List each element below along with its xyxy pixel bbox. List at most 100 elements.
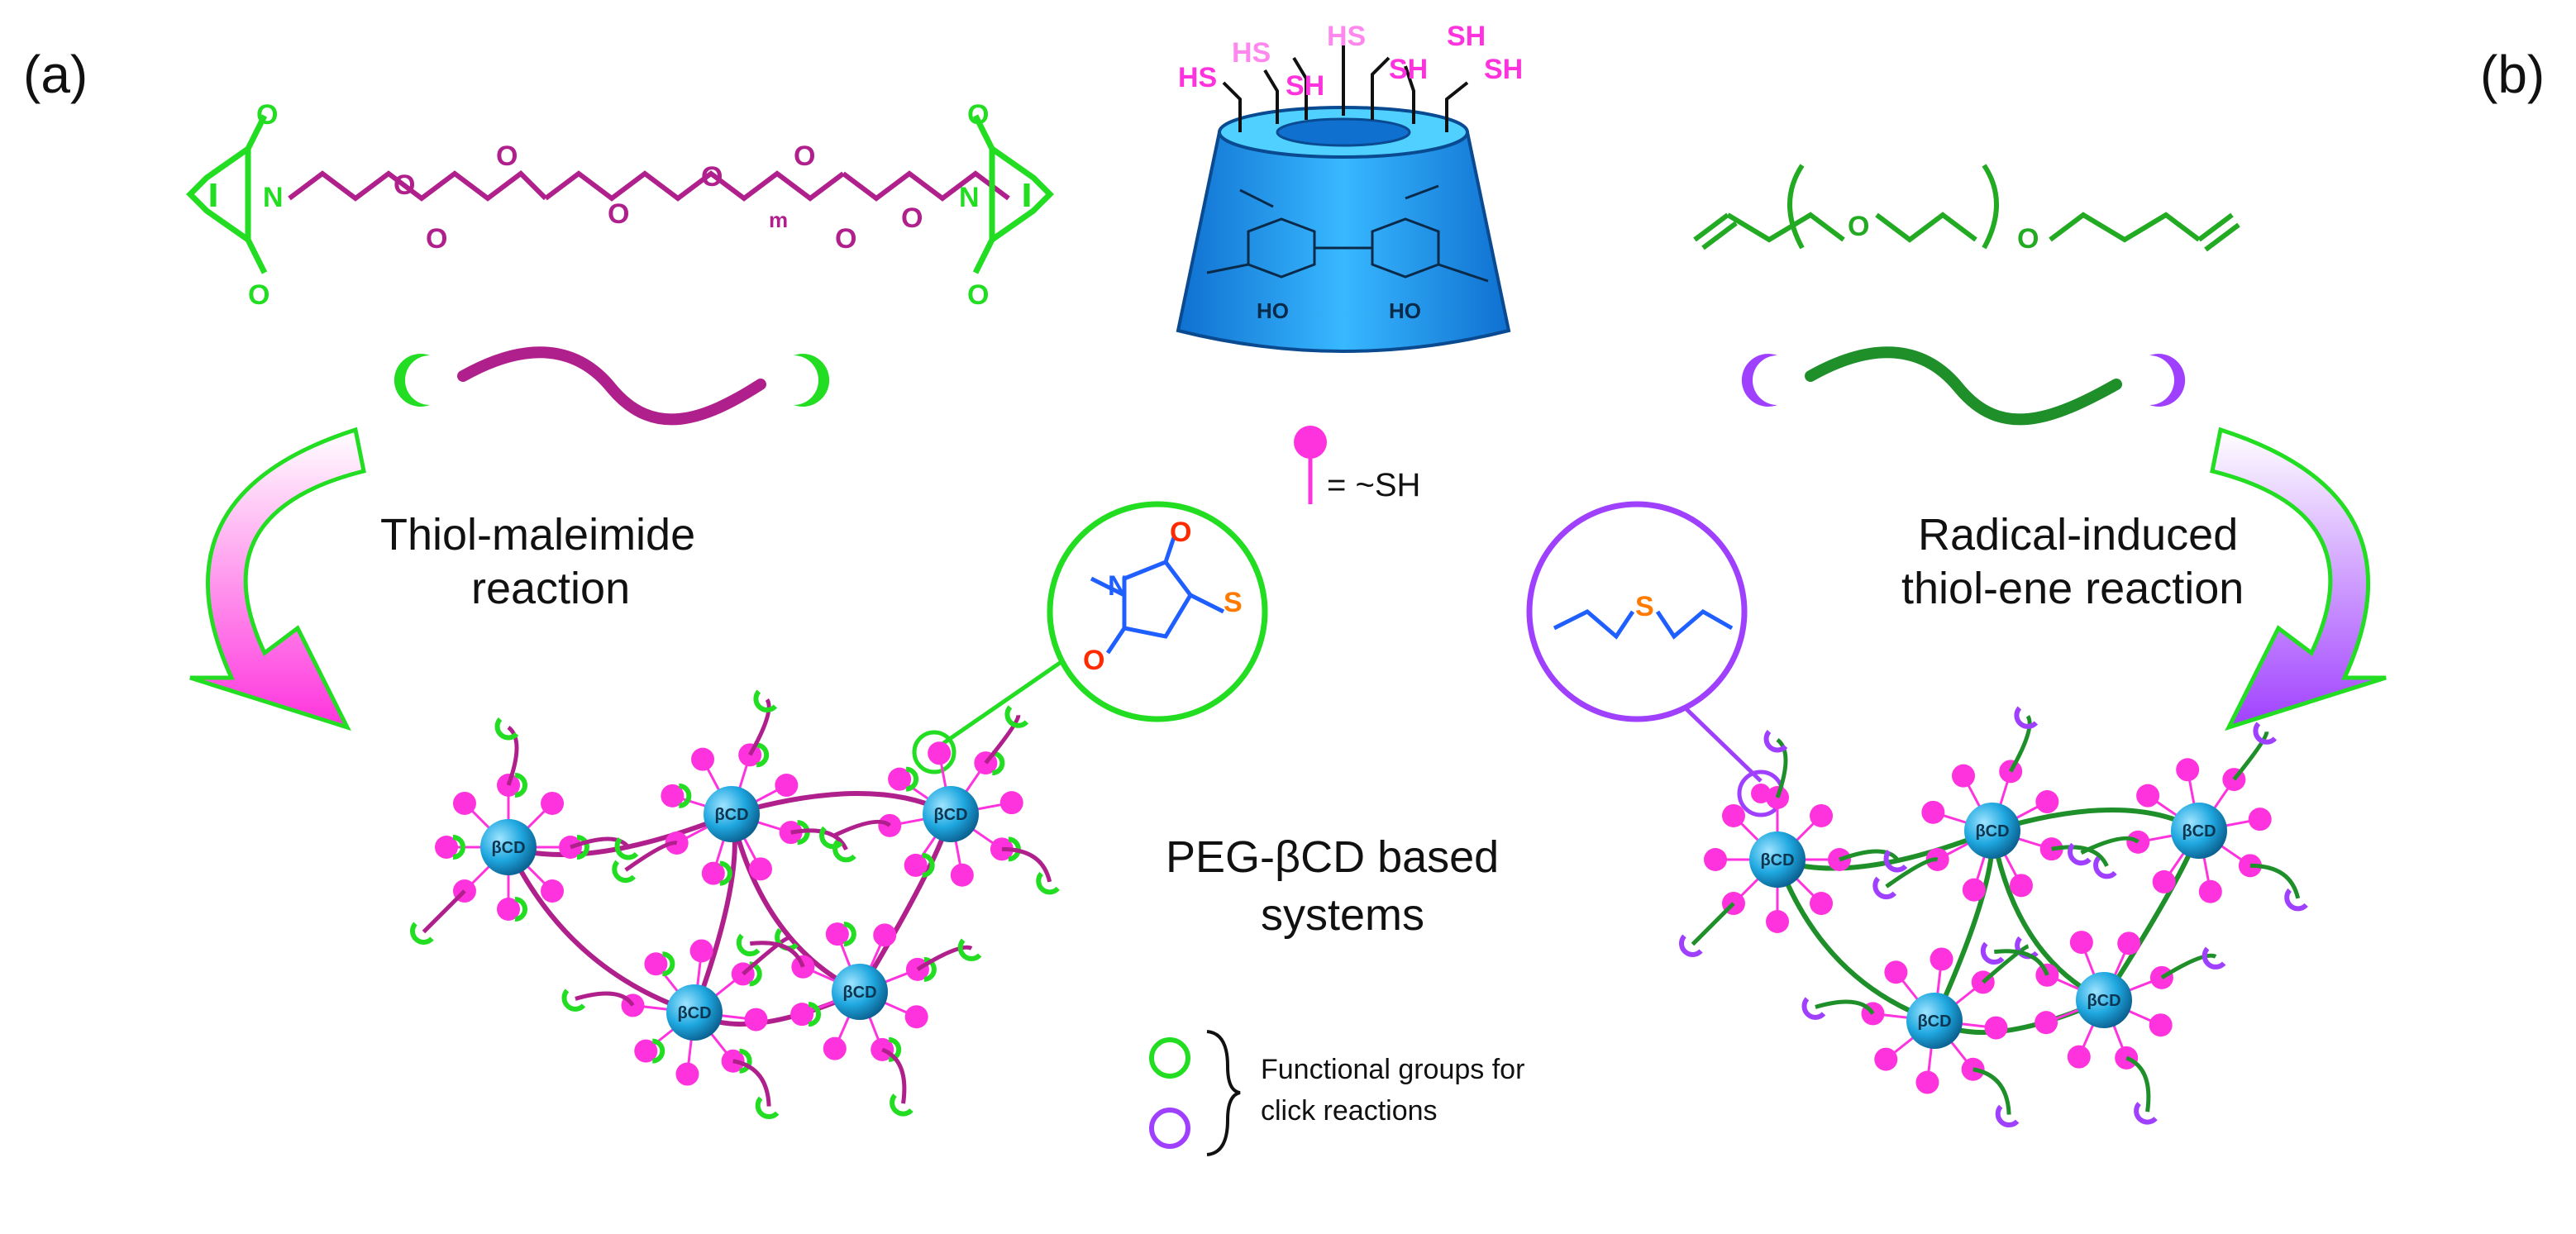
chain-end-cap [614,836,639,860]
purple-ring-icon [1149,1108,1190,1149]
dangling-chain [1982,944,2030,984]
atom-o-label: O [608,198,629,230]
chain-end-cap [410,922,434,945]
caption-center-line1: PEG-βCD based [1166,832,1499,882]
beta-cd-label: βCD [1760,851,1794,870]
chain-end-cap [1801,997,1826,1020]
dangling-chain [790,828,848,850]
dangling-chain [506,726,519,786]
thiol-bead [675,1062,699,1086]
chain-end-cap [2134,1102,2158,1125]
network-chain [1775,858,1935,1023]
thiol-label: HS [1327,21,1366,52]
beta-cd-node [2171,803,2227,859]
bead-cap [992,750,1005,776]
dangling-chain [832,819,892,838]
thiol-bead [744,1008,768,1032]
thiol-bead [748,857,772,881]
atom-n-label: N [1108,570,1128,602]
legend-text-line1: Functional groups for [1261,1054,1524,1085]
caption-left-line1: Thiol-maleimide [380,510,695,560]
atom-o-label: O [967,279,989,311]
thiol-bead [691,747,715,771]
beta-cd-label: βCD [933,806,967,824]
atom-o-label: O [967,99,989,131]
chain-end-cap [1980,941,2005,965]
thiol-bead [873,923,897,947]
thiol-bead [1704,848,1727,871]
hydroxyl-label: HO [1257,298,1289,323]
chain-end-cap [755,1096,780,1120]
thiol-label: SH [1389,54,1428,85]
peg-diallyl-structure [1693,164,2240,252]
thiol-bead [2117,931,2141,955]
bead-cap [808,1002,822,1027]
atom-o-label: O [701,161,723,193]
thiol-bead [2248,808,2272,831]
beta-cd-label: βCD [677,1004,711,1022]
dangling-chain [1973,1067,2011,1115]
thiol-bead [661,784,685,808]
chain-end-cap [2014,706,2039,729]
maleimide-end-right [794,354,830,407]
chain-end-cap [1004,705,1029,728]
chain-end-cap [1036,871,1060,895]
chain-end-cap [2202,946,2226,970]
thiol-bead [634,1039,658,1063]
beta-cd-node [704,786,760,842]
dangling-chain [422,889,466,934]
dangling-chain [1839,849,1899,862]
panel-label-b: (b) [2480,45,2545,104]
thiol-bead [435,836,458,859]
zoom-thiosuccinimide: O O N S [912,501,1268,774]
thiol-bead [1810,892,1834,916]
hydroxyl-label: HO [1389,298,1421,323]
thiol-bead [701,861,725,885]
bead-cap [922,852,935,878]
caption-left-line2: reaction [471,564,630,613]
thiol-bead [2176,758,2200,782]
dangling-chain [750,941,805,968]
thiol-bead [1984,1016,2008,1040]
atom-o-label: O [794,141,815,172]
allyl-end-right [2149,354,2186,407]
chain-end-cap [890,1093,914,1117]
beta-cd-node [480,819,537,875]
peg-backbone-mid [544,170,845,202]
thiol-label: SH [1484,54,1523,85]
bead-cap [756,742,770,768]
thiol-bead [1962,878,1986,902]
dangling-chain [984,714,1021,765]
thiol-bead [497,898,520,921]
maleimide-end-left [394,353,430,407]
thiol-bead [2149,1013,2173,1037]
thiol-bead [452,791,476,815]
chain-end-cap [753,689,778,712]
thiol-bead [2136,784,2160,808]
thiol-bead [2035,1011,2058,1035]
thiol-bead [2069,931,2093,955]
thiol-label: HS [1178,62,1217,93]
bead-cap [719,860,732,886]
thiol-arms [1222,33,1469,132]
chain-end-cap [736,933,761,957]
dangling-chain [2125,1055,2151,1113]
bead-cap [662,951,675,977]
atom-o-label: O [248,279,270,311]
dangling-chain [2008,715,2032,773]
chain-end-cap [1763,729,1788,753]
chain-end-cap [1883,849,1908,873]
chain-end-cap [2068,842,2092,866]
dangling-chain [916,945,973,971]
reaction-arrow-left [189,426,366,731]
beta-cd-label: βCD [1917,1012,1951,1031]
chain-end-cap [494,717,519,741]
thiol-bead [689,939,713,963]
peg-backbone-right [842,170,1010,202]
dangling-chain [575,991,635,1007]
bead-cap [651,1038,665,1064]
beta-cd-node [832,964,888,1020]
green-ring-icon [1149,1037,1190,1079]
atom-o-label: O [2017,223,2039,255]
